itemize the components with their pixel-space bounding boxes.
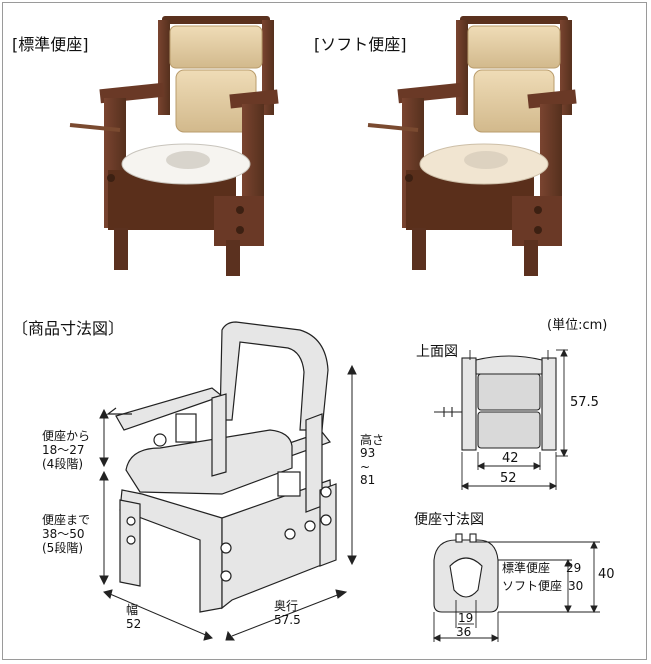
top-view-inner-width: 42 <box>502 451 519 466</box>
height-label: 高さ 93 ~ 81 <box>360 433 385 488</box>
soft-seat-chair-image <box>367 16 577 276</box>
seat-hole-width: 19 <box>458 611 474 625</box>
seat-view-drawing <box>433 533 499 613</box>
top-view-title: 上面図 <box>416 344 458 360</box>
seat-view-title: 便座寸法図 <box>414 512 484 528</box>
dimension-arrows-main <box>99 364 357 641</box>
arm-height-label: 便座から 18〜27 (4段階) <box>42 429 91 471</box>
seat-height-label: 便座まで 38〜50 (5段階) <box>42 513 91 555</box>
standard-seat-row-value: 29 <box>566 561 582 575</box>
standard-seat-row-label: 標準便座 <box>502 561 551 575</box>
standard-seat-chair-image <box>69 16 279 276</box>
top-view-drawing <box>434 355 557 451</box>
depth-label: 奥行 57.5 <box>274 599 301 627</box>
seat-total-depth: 40 <box>598 567 615 582</box>
dimension-drawing-main <box>106 321 337 613</box>
top-view-outer-width: 52 <box>500 471 517 486</box>
soft-seat-label: [ソフト便座] <box>314 35 407 54</box>
top-view-depth: 57.5 <box>570 395 599 410</box>
soft-seat-row-value: 30 <box>568 579 584 593</box>
standard-seat-label: [標準便座] <box>12 35 89 54</box>
unit-note: (単位:cm) <box>547 318 608 333</box>
soft-seat-row-label: ソフト便座 <box>502 579 563 593</box>
seat-view-dimension-lines <box>432 540 600 642</box>
section-title: 〔商品寸法図〕 <box>12 319 125 338</box>
width-label: 幅 52 <box>126 603 142 631</box>
top-view-dimension-lines <box>460 348 568 490</box>
seat-width: 36 <box>456 625 472 639</box>
